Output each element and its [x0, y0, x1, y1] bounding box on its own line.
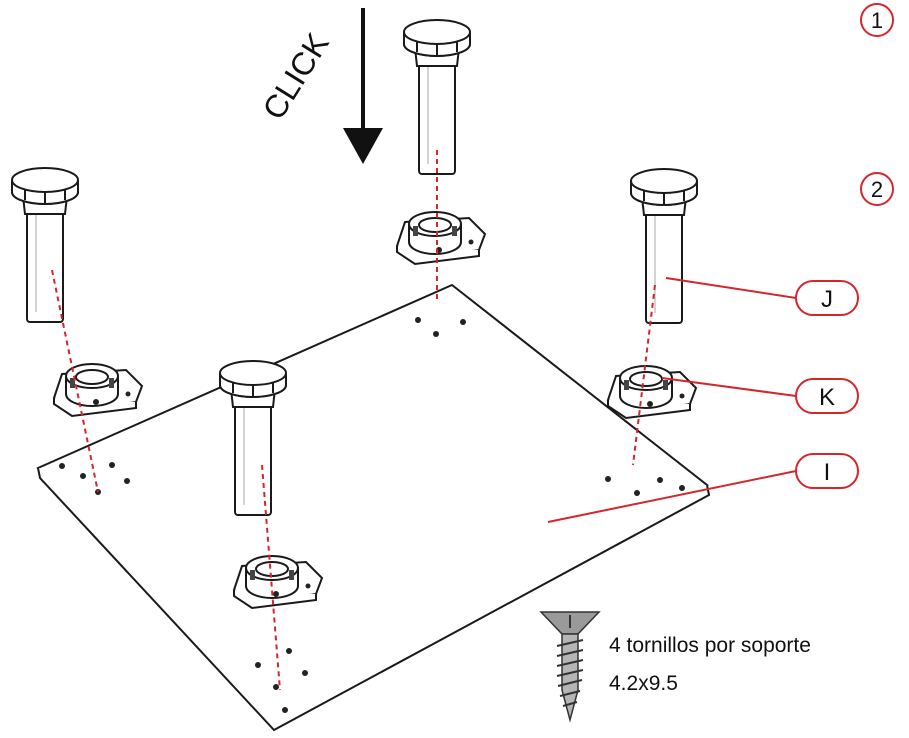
step-1-number: 1 — [871, 8, 883, 33]
click-label: CLICK — [255, 27, 335, 126]
part-label-k: K — [661, 377, 859, 414]
alignment-guides — [51, 150, 656, 691]
socket-back-left — [53, 363, 143, 417]
part-label-i: I — [547, 453, 859, 523]
socket-right — [607, 365, 697, 419]
screw-icon — [539, 611, 601, 723]
step-2-number: 2 — [871, 177, 883, 202]
screw-quantity-text: 4 tornillos por soporte — [609, 634, 811, 657]
part-i-text: I — [824, 459, 831, 486]
part-k-text: K — [819, 384, 835, 411]
click-arrow — [343, 8, 383, 164]
socket-front — [233, 555, 323, 609]
part-j-text: J — [821, 286, 833, 313]
board-panel — [36, 283, 711, 732]
step-2-badge: 2 — [860, 172, 894, 206]
screw-size-text: 4.2x9.5 — [609, 672, 678, 695]
socket-back-center — [396, 211, 486, 265]
part-label-j: J — [665, 277, 859, 316]
step-1-badge: 1 — [860, 3, 894, 37]
leg-left — [11, 167, 79, 323]
leg-right — [630, 168, 698, 324]
